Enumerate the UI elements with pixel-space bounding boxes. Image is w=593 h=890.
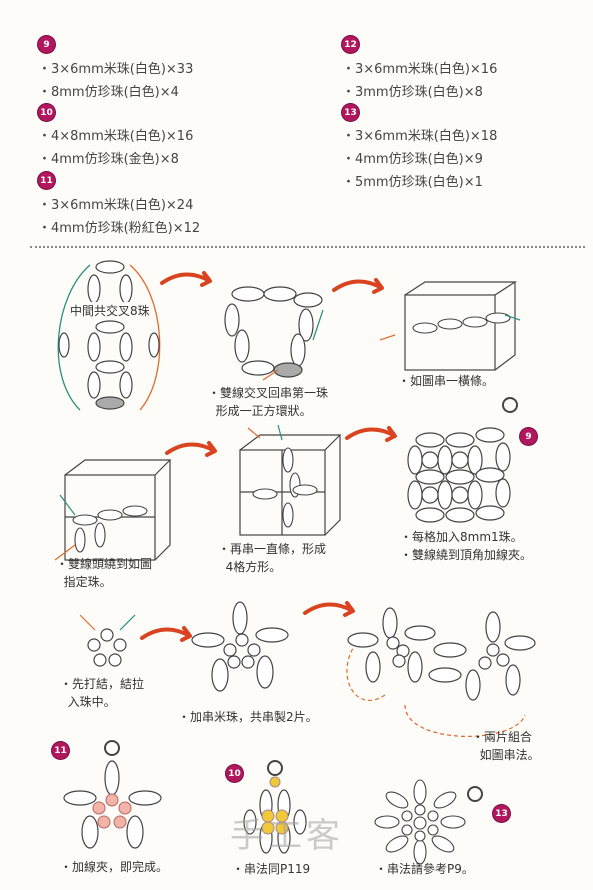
step5-caption: ・再串一直條，形成 4格方形。 (218, 542, 327, 574)
step-badge-9: 9 (520, 428, 537, 445)
finished-10-caption: ・串法同P119 (232, 862, 311, 876)
step4-caption: ・雙線頭繞到如圖 指定珠。 (56, 557, 153, 589)
material-10-line-2: ・4mm仿珍珠(金色)×8 (38, 152, 179, 167)
material-12-line-1: ・3×6mm米珠(白色)×16 (342, 62, 498, 77)
step6-caption: ・每格加入8mm1珠。 ・雙線繞到頂角加線夾。 (400, 530, 533, 562)
badge-10: 10 (38, 104, 55, 121)
material-12-line-2: ・3mm仿珍珠(白色)×8 (342, 85, 483, 100)
step-badge-13: 13 (493, 805, 510, 822)
material-11-line-1: ・3×6mm米珠(白色)×24 (38, 198, 194, 213)
arrow-6 (303, 601, 355, 617)
material-9-line-2: ・8mm仿珍珠(白色)×4 (38, 85, 179, 100)
step9-caption: ・兩片組合 如圖串法。 (472, 730, 540, 762)
badge-13: 13 (342, 104, 359, 121)
arrow-2 (332, 278, 384, 294)
step9-illustration (346, 607, 536, 737)
arrow-1 (160, 271, 212, 287)
arrow-5 (140, 626, 192, 642)
finished-10-illustration (243, 760, 307, 854)
step3-caption: ・如圖串一橫條。 (398, 374, 495, 388)
step4-illustration (54, 459, 172, 561)
material-13-line-1: ・3×6mm米珠(白色)×18 (342, 129, 498, 144)
step3-illustration (379, 281, 521, 371)
step5-illustration (239, 424, 342, 536)
dotted-divider (30, 246, 585, 248)
step8-caption: ・加串米珠，共串製2片。 (178, 710, 318, 724)
badge-11: 11 (38, 172, 55, 189)
material-13-line-3: ・5mm仿珍珠(白色)×1 (342, 175, 483, 190)
finished-13-caption: ・串法請參考P9。 (375, 862, 474, 876)
step7-caption: ・先打結，結拉 入珠中。 (60, 677, 145, 709)
step-badge-10: 10 (226, 765, 243, 782)
step1-illustration (57, 260, 161, 411)
step2-caption: ・雙線交叉回串第一珠 形成一正方環狀。 (208, 386, 329, 418)
step2-illustration (224, 286, 324, 381)
material-11-line-2: ・4mm仿珍珠(粉紅色)×12 (38, 221, 201, 236)
step-badge-11: 11 (52, 742, 69, 759)
badge-9: 9 (38, 36, 55, 53)
arrow-3 (165, 441, 217, 457)
finished-13-illustration (374, 779, 483, 865)
material-13-line-2: ・4mm仿珍珠(白色)×9 (342, 152, 483, 167)
arrow-4 (345, 426, 397, 442)
step6-illustration (407, 397, 518, 523)
material-10-line-1: ・4×8mm米珠(白色)×16 (38, 129, 194, 144)
step1-label: 中間共交叉8珠 (70, 302, 150, 320)
watermark: 手工客 (230, 816, 344, 856)
step8-illustration (191, 601, 289, 692)
material-9-line-1: ・3×6mm米珠(白色)×33 (38, 62, 194, 77)
finished-11-illustration (63, 740, 162, 849)
badge-12: 12 (342, 36, 359, 53)
step7-illustration (79, 614, 136, 667)
finished-11-caption: ・加線夾，即完成。 (60, 860, 169, 874)
